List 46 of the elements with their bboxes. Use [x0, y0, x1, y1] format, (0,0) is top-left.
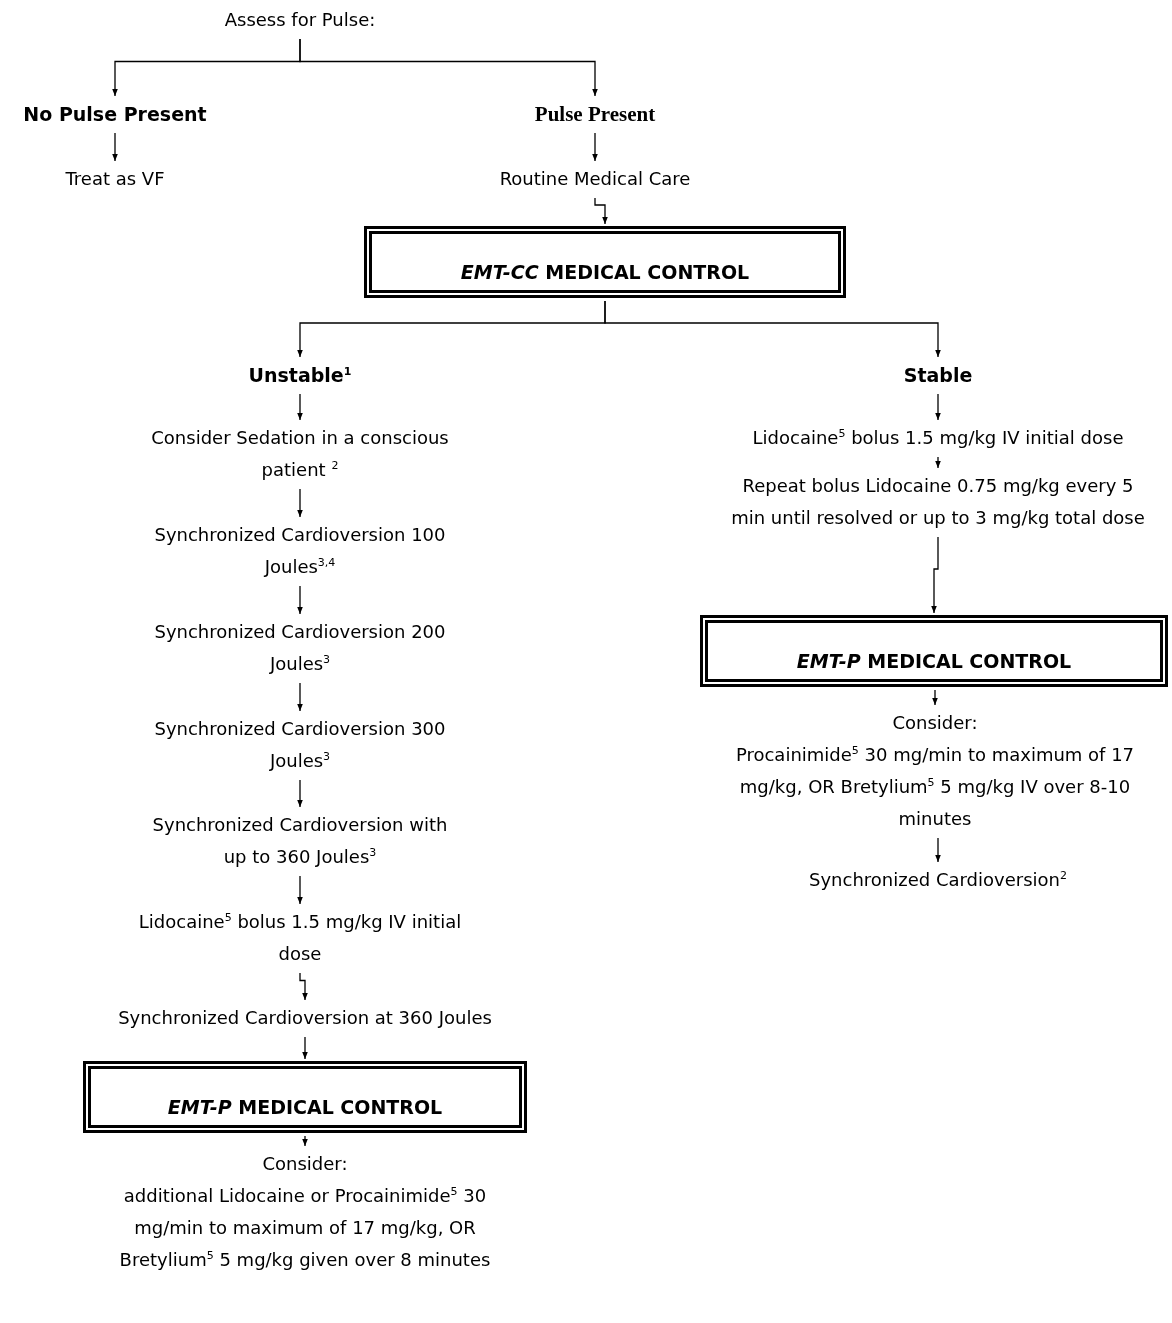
step-text: Treat as VF	[64, 167, 166, 191]
step-text: Synchronized Cardioversion 300 Joules$^{3}$	[153, 717, 447, 773]
box-heading: EMT-P MEDICAL CONTROL	[166, 1095, 444, 1120]
step-text: Lidocaine$^{5}$ bolus 1.5 mg/kg IV initial dose	[751, 426, 1125, 450]
arrow	[935, 837, 941, 863]
box-heading: EMT-P MEDICAL CONTROL	[795, 649, 1073, 674]
step-text: Consider Sedation in a conscious patient $^{2}$	[150, 426, 450, 482]
arrow	[302, 1135, 308, 1147]
step-text: Unstable$^{1}$	[247, 363, 353, 388]
step-text: Routine Medical Care	[498, 167, 692, 191]
control-box	[83, 1061, 527, 1133]
arrow	[594, 197, 608, 225]
step-text: No Pulse Present	[22, 102, 208, 127]
step-text: Lidocaine$^{5}$ bolus 1.5 mg/kg IV initial dose	[137, 910, 463, 966]
arrow	[297, 393, 303, 421]
arrow	[299, 972, 308, 1001]
arrow	[297, 488, 303, 518]
step-text: Synchronized Cardioversion at 360 Joules	[117, 1006, 493, 1030]
arrow	[297, 682, 303, 712]
step-text: Procainimide$^{5}$ 30 mg/min to maximum of 17 mg/kg, OR Bretylium$^{5}$ 5 mg/kg IV over 8-10 minutes	[734, 743, 1136, 831]
step-text: Synchronized Cardioversion 200 Joules$^{3}$	[153, 620, 447, 676]
arrow	[299, 38, 598, 97]
step-text: Repeat bolus Lidocaine 0.75 mg/kg every 5 min until resolved or up to 3 mg/kg total dose	[730, 474, 1146, 530]
arrow	[297, 779, 303, 808]
step-text: Synchronized Cardioversion with up to 360 Joules$^{3}$	[151, 813, 449, 869]
step-text: additional Lidocaine or Procainimide$^{5}$ 30 mg/min to maximum of 17 mg/kg, OR Bretylium$^{5}$ 5 mg/kg given over 8 minutes	[118, 1184, 492, 1272]
step-text: Pulse Present	[533, 101, 657, 128]
arrow	[935, 393, 941, 421]
arrow	[112, 132, 118, 162]
arrow	[297, 585, 303, 615]
arrow	[592, 132, 598, 162]
step-text: Assess for Pulse:	[223, 8, 377, 32]
arrow	[932, 689, 938, 706]
arrow	[931, 536, 939, 614]
arrow	[935, 456, 941, 469]
arrow	[604, 300, 941, 358]
step-text: Stable	[902, 363, 974, 388]
arrow	[302, 1036, 308, 1060]
step-text: Synchronized Cardioversion$^{2}$	[808, 868, 1068, 892]
step-heading: Consider:	[261, 1152, 349, 1176]
control-box	[700, 615, 1168, 687]
control-box	[364, 226, 846, 298]
step-text: Synchronized Cardioversion 100 Joules$^{3,4}$	[153, 523, 447, 579]
box-heading: EMT-CC MEDICAL CONTROL	[459, 260, 751, 285]
arrow	[297, 875, 303, 905]
step-heading: Consider:	[891, 711, 979, 735]
